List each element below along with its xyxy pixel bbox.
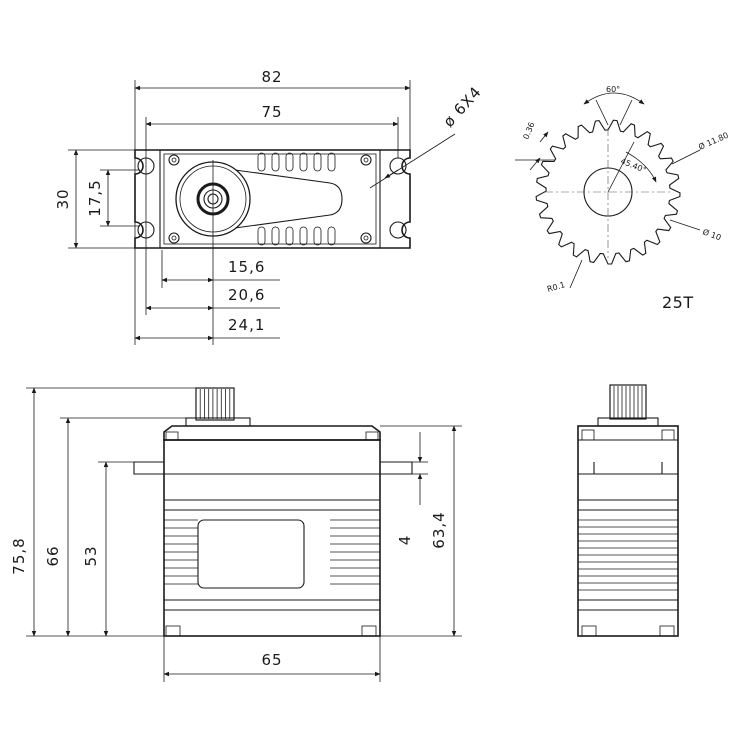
dim-shaft-20-6: 20,6: [145, 286, 280, 311]
spline-od-leader: [671, 149, 701, 165]
servo-horn-arm: [212, 166, 343, 232]
dim-case-height-63-4: 63,4: [380, 425, 462, 637]
spline-angle-label: 60°: [606, 85, 620, 94]
dim-label-24-1: 24,1: [228, 316, 265, 334]
spline-inner-angle-arc: [625, 151, 657, 183]
spline-radius-leader: [569, 259, 583, 289]
spline-inner-angle-label: 45.40°: [619, 157, 647, 175]
dim-width-82: 82: [134, 68, 411, 345]
dim-hole-pitch-17-5: 17,5: [86, 169, 140, 227]
side-top-cap: [163, 425, 381, 441]
dim-label-4: 4: [396, 535, 414, 546]
top-view: 82 75 ø 6X4 30 17,5: [54, 68, 485, 345]
spline-radius-label: R0.1: [546, 280, 566, 294]
mount-hole-top-right: [389, 157, 407, 175]
dim-label-65: 65: [261, 651, 282, 669]
dim-total-height-75-8: 75,8: [10, 387, 196, 637]
spline-ray: [607, 141, 635, 193]
dim-label-15-6: 15,6: [228, 258, 265, 276]
spline-gear-profile: [535, 119, 681, 265]
side-output-gear: [185, 387, 251, 427]
dim-pitch-75: 75: [145, 103, 399, 315]
spline-root-label: Ø 10: [701, 226, 722, 242]
spline-od-label: Ø 11.80: [697, 130, 730, 152]
dim-label-75: 75: [261, 103, 282, 121]
dim-flange-thickness-4: 4: [396, 432, 428, 545]
top-cooling-slots: [257, 152, 336, 246]
side-flange: [133, 461, 413, 475]
end-body-outline: [577, 425, 679, 637]
top-case-outline: [159, 149, 381, 249]
dim-label-53: 53: [82, 545, 100, 566]
end-view: [577, 384, 679, 637]
dim-label-63-4: 63,4: [430, 511, 448, 548]
spline-root-leader: [669, 219, 701, 231]
dim-shaft-24-1: 24,1: [134, 316, 280, 341]
end-output-gear: [597, 384, 659, 427]
top-flange-outline: [134, 149, 411, 249]
dim-height-30: 30: [54, 149, 135, 249]
dim-label-30: 30: [54, 188, 72, 209]
dim-label-82: 82: [261, 68, 282, 86]
dim-label-20-6: 20,6: [228, 286, 265, 304]
end-cooling-ribs: [578, 519, 678, 591]
side-cooling-ribs: [164, 519, 380, 585]
side-body-outline: [163, 439, 381, 637]
side-view: 75,8 66 53 4 63,4: [10, 387, 462, 682]
side-label-panel: [197, 519, 305, 589]
dim-label-66: 66: [44, 545, 62, 566]
spline-detail: 60° 0.36 45.40° Ø 11.80 Ø 10 R0.1 25T: [515, 85, 730, 312]
dim-hole-spec: ø 6X4: [369, 83, 486, 189]
case-screws: [168, 154, 372, 244]
dim-label-17-5: 17,5: [86, 179, 104, 216]
spline-teeth-count: 25T: [662, 293, 694, 312]
dim-body-width-65: 65: [163, 636, 381, 682]
spline-angle-arc: [583, 92, 645, 105]
dim-shaft-15-6: 15,6: [161, 258, 280, 283]
dim-label-hole-spec: ø 6X4: [440, 83, 486, 131]
top-case-inner: [163, 153, 377, 245]
dim-body-height-66: 66: [44, 417, 190, 637]
mount-hole-bottom-right: [389, 221, 407, 239]
dim-flange-height-53: 53: [82, 461, 134, 637]
spline-tooth-height-label: 0.36: [522, 121, 537, 141]
dim-label-75-8: 75,8: [10, 537, 28, 574]
